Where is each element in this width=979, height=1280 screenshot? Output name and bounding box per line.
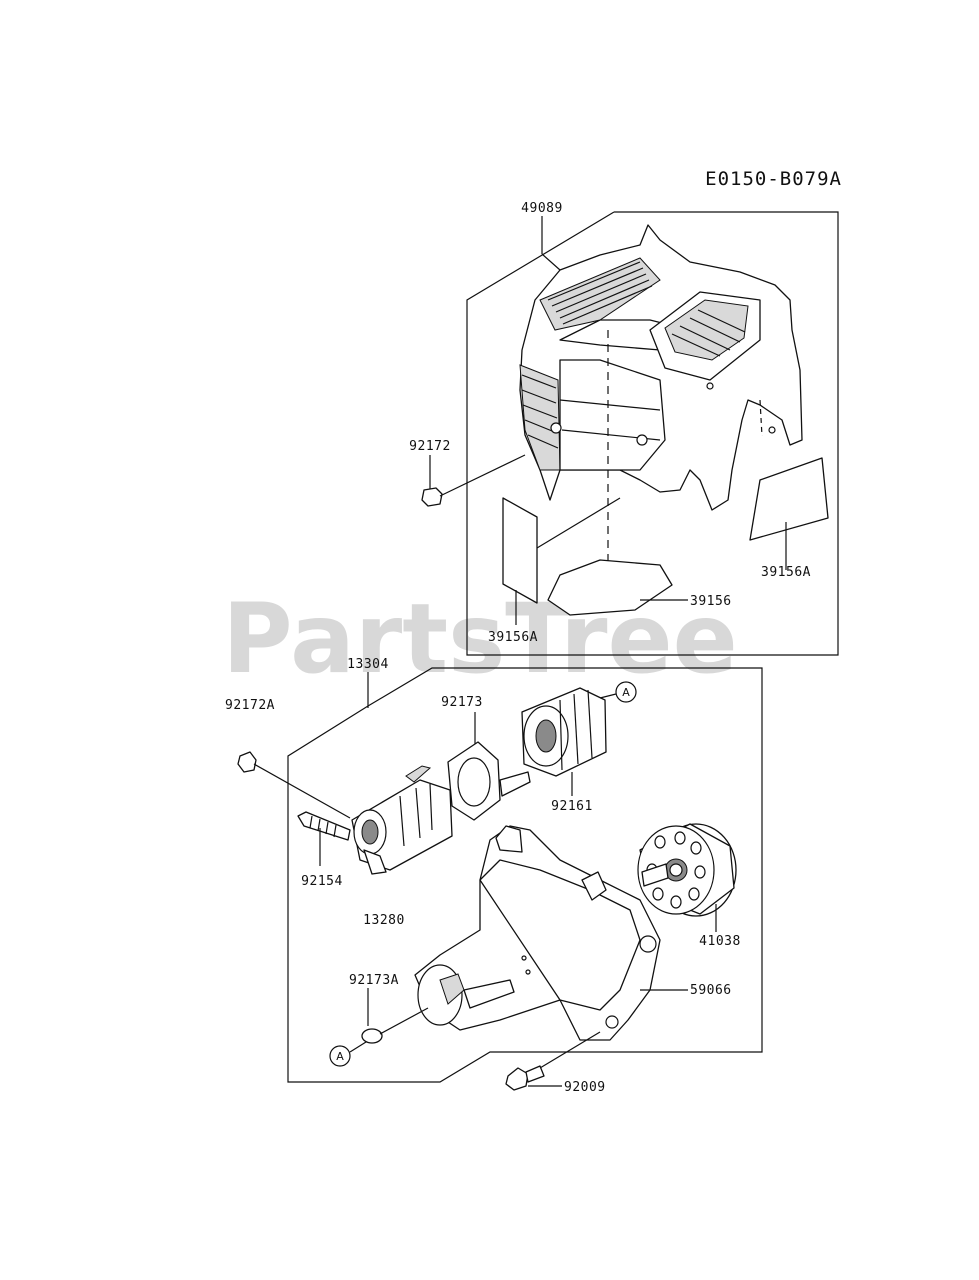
label-92154: 92154 [301, 874, 343, 889]
svg-text:A: A [622, 686, 630, 699]
label-39156: 39156 [690, 594, 732, 609]
clutch-housing-59066[interactable] [414, 825, 688, 1041]
label-92161: 92161 [551, 799, 593, 814]
bolt-92154[interactable] [297, 811, 351, 866]
gasket-39156[interactable] [547, 559, 688, 616]
callout-a-top: A [615, 681, 637, 703]
bolt-92009[interactable] [505, 1031, 601, 1091]
screw-92172[interactable] [421, 454, 526, 507]
clutch-drum-41038[interactable] [637, 823, 737, 932]
ring-92173[interactable] [447, 712, 531, 821]
bolt-92172A[interactable] [237, 751, 351, 819]
upper-group-frame [466, 211, 839, 656]
callout-a-bottom: A [329, 1041, 367, 1067]
gasket-39156A-left[interactable] [502, 497, 621, 604]
label-92172: 92172 [409, 439, 451, 454]
label-13304: 13304 [347, 657, 389, 672]
label-13280: 13280 [363, 913, 405, 928]
label-59066: 59066 [690, 983, 732, 998]
svg-text:A: A [336, 1050, 344, 1063]
label-39156A-left: 39156A [488, 630, 538, 645]
diagram-code: E0150-B079A [705, 168, 842, 190]
gasket-39156A-right[interactable] [749, 457, 829, 570]
engine-cover[interactable] [519, 224, 803, 580]
label-92172A: 92172A [225, 698, 275, 713]
washer-92173A[interactable] [361, 988, 429, 1044]
clamp-13304[interactable] [351, 765, 453, 875]
label-92173: 92173 [441, 695, 483, 710]
watermark: PartsTree [222, 583, 737, 695]
label-92009: 92009 [564, 1080, 606, 1095]
label-39156A-right: 39156A [761, 565, 811, 580]
label-49089: 49089 [521, 201, 563, 216]
label-92173A: 92173A [349, 973, 399, 988]
label-41038: 41038 [699, 934, 741, 949]
sleeve-92161[interactable] [521, 687, 617, 796]
lower-group-frame [287, 667, 763, 1083]
